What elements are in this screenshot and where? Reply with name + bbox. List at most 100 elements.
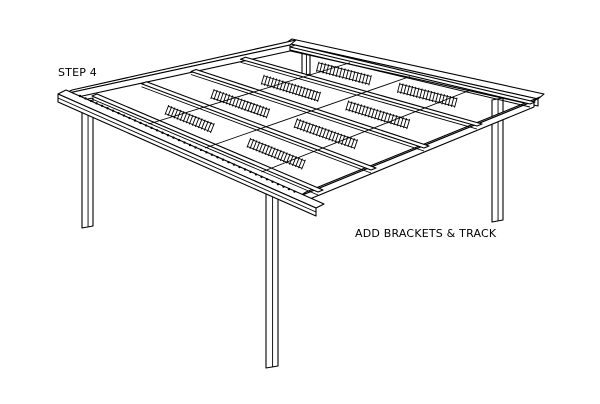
bracket-track-7-tooth [315,61,320,72]
bracket-track-4-tooth [312,124,317,135]
bracket-track-8-tooth [444,95,449,106]
bracket-track-3-tooth [213,89,218,101]
rafter-end [139,121,142,125]
bracket-track-4-tooth [315,125,321,137]
bracket-track-8-tooth [422,89,426,100]
rafter-end [117,111,120,115]
bracket-track-8-tooth [409,85,414,97]
bracket-track-2-tooth [270,147,276,158]
bracket-track-2-tooth [298,158,303,169]
bracket-track-6-tooth [390,114,395,125]
bracket-track-2 [246,137,306,170]
bracket-track-1-tooth [207,121,212,132]
bracket-track-8-tooth [450,96,455,107]
bracket-track-5-tooth [317,91,321,102]
bracket-track-8-tooth [447,95,452,107]
bracket-track-3-tooth [262,107,268,118]
bracket-track-4-tooth [344,135,349,147]
bracket-track-6-tooth [374,109,379,120]
rafter-end [232,163,236,166]
bracket-track-6-tooth [403,118,407,129]
bracket-track-8 [396,82,458,108]
bracket-track-4-tooth [299,120,305,131]
bracket-track-8-tooth [441,94,445,105]
rafter-end [293,190,296,193]
bracket-track-6-tooth [367,107,372,118]
rafter-end [194,146,197,149]
bracket-track-4-tooth [350,138,355,149]
bracket-track-3-tooth [259,106,264,117]
rafter-end [216,156,219,159]
rafter-end [155,129,159,132]
bracket-track-7-tooth [345,69,349,80]
bracket-track-1-tooth [167,106,173,117]
rafter-4-edge [240,61,478,130]
bracket-track-6-tooth [345,100,350,111]
bracket-track-6 [345,100,411,130]
bracket-track-6-tooth [348,101,353,112]
bracket-track-4-tooth [347,137,352,148]
post-right [491,97,504,223]
bracket-track-4-tooth [337,133,343,144]
bracket-track-5-tooth [307,88,312,100]
rafter-4 [239,56,483,127]
purlin-3 [261,89,471,173]
bracket-track-5 [260,74,321,102]
bracket-track-8-tooth [406,85,410,96]
bracket-track-3-tooth [253,104,258,115]
bracket-track-5-tooth [310,89,315,101]
bracket-track-2-tooth [289,154,294,165]
bracket-track-1-tooth [182,112,188,123]
rafter-end [111,109,115,112]
bracket-track-5-tooth [279,80,284,91]
rafter-end [243,168,247,171]
rafter-end [172,136,175,139]
bracket-track-3-tooth [265,108,271,119]
rafter-end [238,165,241,169]
rafter-end [177,138,181,142]
rafter-end [249,170,252,174]
bracket-track-2-tooth [246,137,252,148]
rafter-end [221,158,225,161]
rafter-end [188,143,192,147]
bracket-track-7-tooth [342,68,346,79]
bracket-track-6-tooth [358,104,363,115]
bracket-track-7-tooth [365,74,369,85]
bracket-track-8-tooth [428,90,433,102]
bracket-track-6-tooth [393,115,398,126]
bracket-track-2-tooth [273,148,279,159]
rafter-end [84,97,87,100]
rafter-end [205,151,208,154]
bracket-track-1 [164,104,215,134]
bracket-track-2-tooth [282,152,288,163]
bracket-track-7-tooth [335,66,340,77]
bracket-track-3-tooth [250,102,255,114]
bracket-track-6-tooth [351,102,356,113]
bracket-track-3-tooth [244,100,249,111]
bracket-track-8-tooth [396,82,401,93]
bracket-track-2-tooth [261,143,267,154]
rafter-end [106,107,109,110]
bracket-track-2-tooth [249,138,255,149]
bracket-track-6-rail-b [348,101,410,121]
bracket-track-7-tooth [355,71,359,83]
rafter-end [287,187,291,191]
bracket-track-3-tooth [219,92,224,103]
bracket-track-5-tooth [267,76,271,87]
bracket-track-1-tooth [164,104,170,115]
bracket-track-3-tooth [216,91,221,102]
rafter-end [282,185,285,188]
rafter-end [199,148,203,152]
bracket-track-4-tooth [293,118,298,129]
bracket-track-8-tooth [412,86,417,98]
post-front [265,190,279,369]
track-brackets [164,61,458,170]
rafter-end [254,173,258,176]
rafter-end [133,119,137,122]
bracket-track-7-tooth [329,64,333,76]
purlin-2 [204,76,411,149]
front-beam-seam [57,97,317,213]
bracket-track-6-tooth [396,116,401,127]
rafter-end [276,183,280,186]
